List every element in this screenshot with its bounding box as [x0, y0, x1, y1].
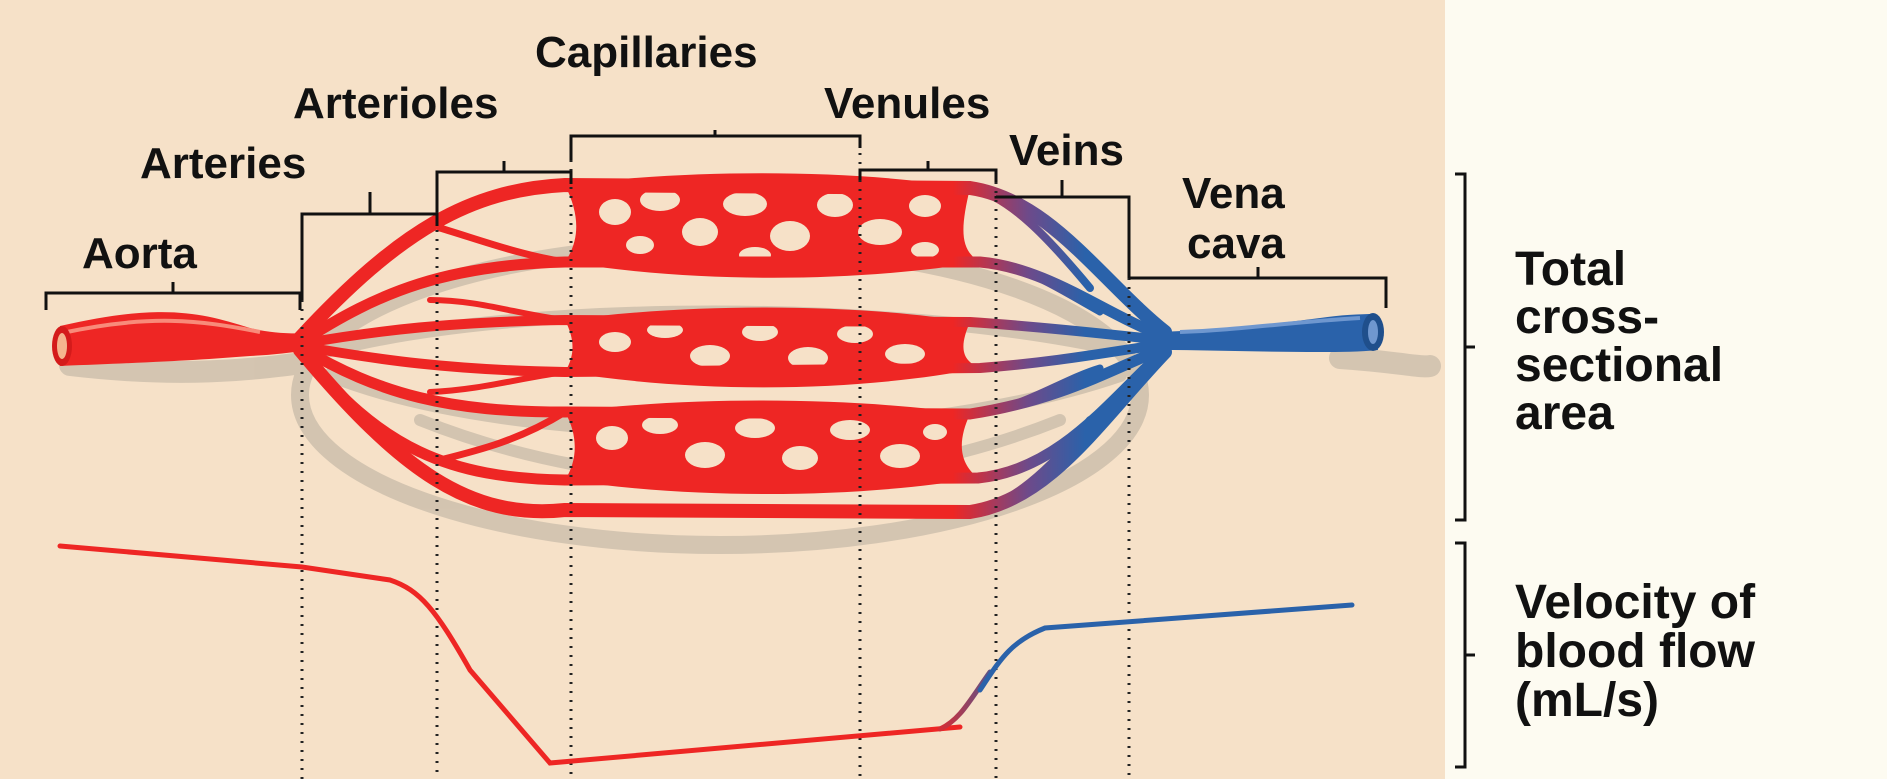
- quantity-brackets: [1455, 174, 1475, 767]
- label-area-line2: cross-: [1515, 291, 1659, 344]
- label-area-line4: area: [1515, 387, 1614, 440]
- label-area-line3: sectional: [1515, 339, 1723, 392]
- label-area-line1: Total: [1515, 243, 1626, 296]
- label-cava: cava: [1187, 219, 1285, 268]
- label-velocity-line1: Velocity of: [1515, 576, 1756, 629]
- label-velocity-line2: blood flow: [1515, 625, 1756, 678]
- label-velocity-line3: (mL/s): [1515, 674, 1659, 727]
- label-vena: Vena: [1182, 169, 1285, 218]
- bracket-velocity: [1455, 543, 1475, 767]
- label-arterioles: Arterioles: [293, 79, 498, 128]
- diagram-panel: [0, 0, 1445, 779]
- label-venules: Venules: [824, 79, 990, 128]
- label-aorta: Aorta: [82, 229, 197, 278]
- label-capillaries: Capillaries: [535, 28, 758, 77]
- label-arteries: Arteries: [140, 139, 306, 188]
- label-veins: Veins: [1009, 126, 1124, 175]
- bracket-area: [1455, 174, 1475, 520]
